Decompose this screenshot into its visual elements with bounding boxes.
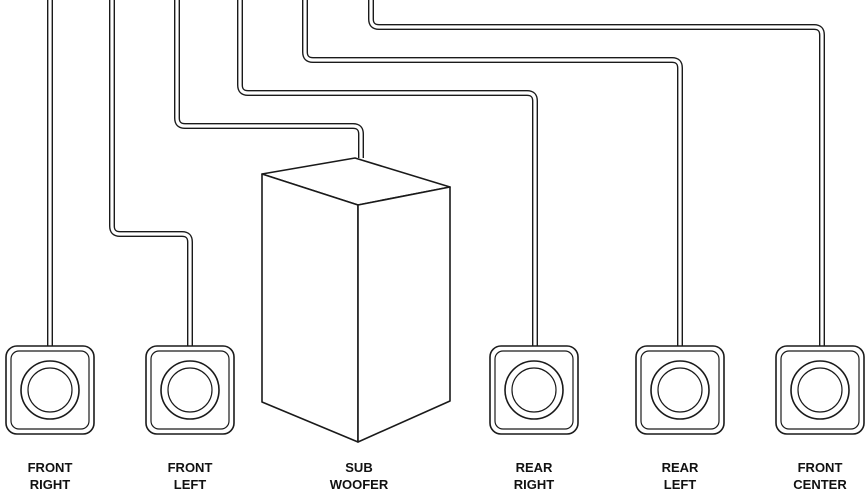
label-front-right-line1: FRONT <box>28 460 73 475</box>
label-rear-left-line1: REAR <box>662 460 699 475</box>
speaker-labels: FRONT RIGHT FRONT LEFT SUB WOOFER REAR R… <box>28 460 848 492</box>
speaker-rear-left <box>635 345 725 435</box>
label-sub-woofer-line2: WOOFER <box>330 477 389 492</box>
cable-rear-left <box>302 0 683 348</box>
speaker-front-left <box>145 345 235 435</box>
speaker-front-center <box>775 345 865 435</box>
label-front-left-line2: LEFT <box>174 477 207 492</box>
speaker-cone-icon <box>790 360 850 420</box>
speaker-cone-icon <box>504 360 564 420</box>
label-front-left-line1: FRONT <box>168 460 213 475</box>
speaker-rear-right <box>489 345 579 435</box>
cable-front-left <box>109 0 193 348</box>
label-front-center-line1: FRONT <box>798 460 843 475</box>
cable-front-center <box>368 0 825 348</box>
speaker-cone-icon <box>650 360 710 420</box>
label-front-center-line2: CENTER <box>793 477 847 492</box>
subwoofer-cabinet <box>261 157 451 443</box>
speaker-cone-icon <box>160 360 220 420</box>
subwoofer-front <box>261 173 359 443</box>
label-front-right-line2: RIGHT <box>30 477 71 492</box>
label-rear-left-line2: LEFT <box>664 477 697 492</box>
label-rear-right-line1: REAR <box>516 460 553 475</box>
subwoofer-side <box>357 186 451 443</box>
cable-rear-right <box>237 0 538 348</box>
speaker-cone-icon <box>20 360 80 420</box>
speaker-front-right <box>5 345 95 435</box>
cable-sub-woofer <box>174 0 364 158</box>
label-rear-right-line2: RIGHT <box>514 477 555 492</box>
cables <box>47 0 825 348</box>
label-sub-woofer-line1: SUB <box>345 460 372 475</box>
